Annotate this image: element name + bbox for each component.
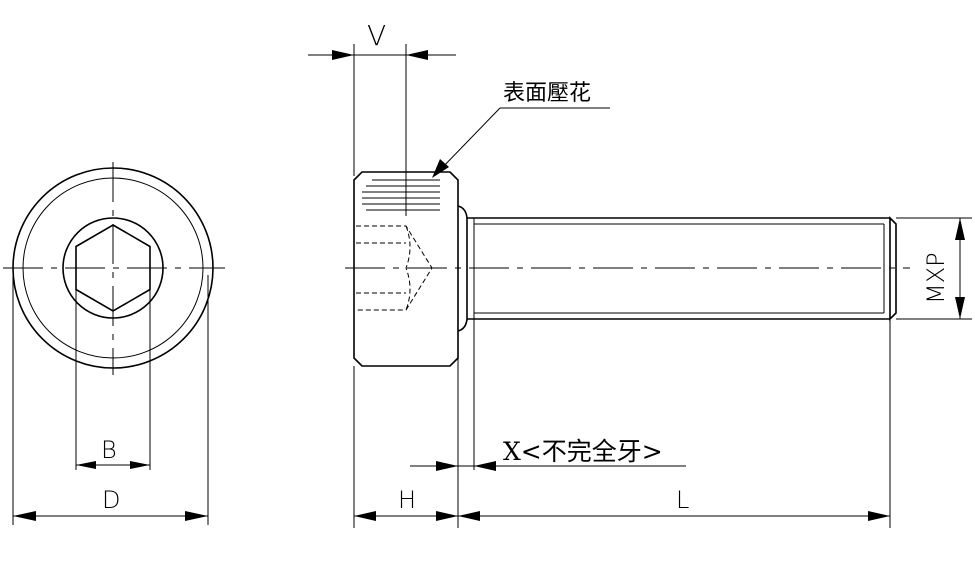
v-arrow-left [332, 50, 354, 60]
knurl-label: 表面壓花 [503, 81, 591, 106]
b-arrow-right [130, 461, 150, 469]
end-view: B D [3, 162, 225, 525]
x-label: X<不完全牙> [503, 437, 663, 466]
x-arrow-right [474, 461, 496, 471]
d-label: D [102, 486, 120, 514]
h-arrow-right [436, 511, 458, 521]
v-label: V [367, 19, 386, 52]
h-arrow-left [354, 511, 376, 521]
mxp-arrow-bottom [955, 297, 965, 319]
l-label: L [676, 486, 689, 514]
l-arrow-left [458, 511, 480, 521]
mxp-arrow-top [955, 218, 965, 240]
b-arrow-left [76, 461, 96, 469]
h-label: H [398, 486, 416, 514]
hidden-socket-curve [405, 225, 411, 311]
knurl-leader-line [439, 107, 501, 171]
side-view: V 表面壓花 H X<不完全牙> L MXP [308, 19, 972, 528]
head-neck-fillet [457, 205, 468, 332]
b-label: B [101, 436, 117, 464]
d-arrow-left [13, 511, 36, 521]
x-arrow-left [436, 461, 458, 471]
shank-end-chamfer [889, 216, 897, 321]
v-arrow-right [406, 50, 428, 60]
head-outline [353, 171, 459, 367]
mxp-label: MXP [922, 252, 950, 304]
knurl-leader-arrow [432, 159, 449, 178]
l-arrow-right [868, 511, 890, 521]
d-arrow-right [185, 511, 208, 521]
